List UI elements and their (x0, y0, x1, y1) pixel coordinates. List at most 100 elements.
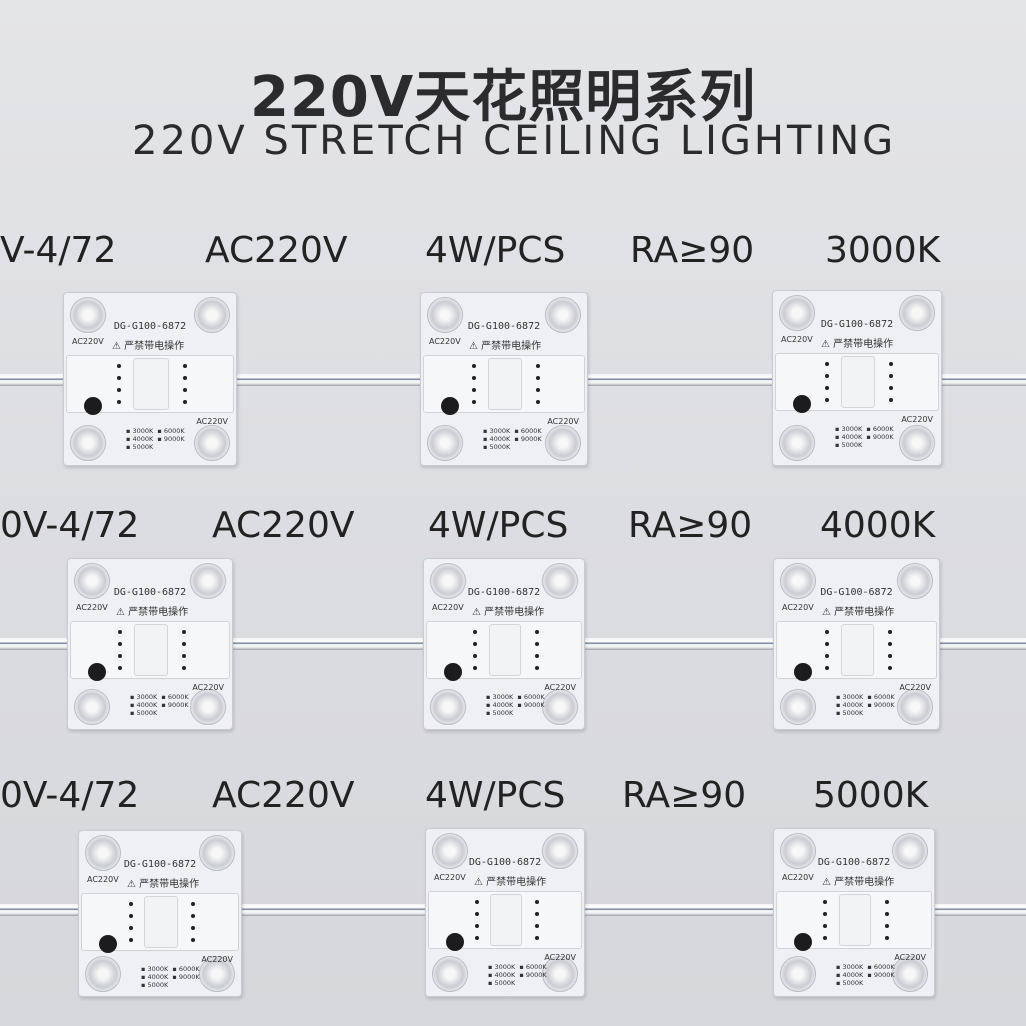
pin-dot (472, 364, 476, 368)
spec-label: 4000K (820, 505, 936, 546)
connector-cover (489, 894, 523, 946)
led-lens (427, 425, 463, 461)
pin-dot (128, 914, 133, 918)
pin-dot (823, 924, 828, 928)
warning-label: ⚠ 严禁带电操作 (822, 607, 895, 618)
capacitor (99, 935, 117, 953)
pin-dot (118, 630, 123, 634)
pin-dot (128, 902, 133, 906)
pin-dot (889, 362, 894, 366)
pin-dot (191, 926, 196, 930)
led-lens (190, 563, 226, 599)
pin-dot (824, 642, 829, 646)
connector (428, 891, 582, 949)
spec-label: 0V-4/72 (0, 505, 140, 546)
cct-options: ▪ 3000K ▪ 6000K ▪ 4000K ▪ 9000K ▪ 5000K (836, 963, 895, 987)
warning-label: ⚠ 严禁带电操作 (822, 877, 895, 888)
led-lens (85, 956, 121, 992)
pin-dot (888, 630, 893, 634)
voltage-label: AC220V (544, 683, 576, 692)
model-number: DG-G100-6872 (113, 587, 187, 598)
pin-dot (473, 642, 478, 646)
voltage-label: AC220V (434, 873, 466, 882)
pin-dot (889, 398, 894, 402)
voltage-label: AC220V (196, 417, 228, 426)
led-lens (199, 956, 235, 992)
voltage-label: AC220V (547, 417, 579, 426)
cct-options: ▪ 3000K ▪ 6000K ▪ 4000K ▪ 9000K ▪ 5000K (488, 963, 547, 987)
pin-dot (535, 936, 540, 940)
spec-label: V-4/72 (0, 230, 117, 271)
led-lens (70, 425, 106, 461)
pin-dot (183, 376, 188, 380)
led-lens (194, 297, 230, 333)
capacitor (793, 395, 811, 413)
spec-label: 0V-4/72 (0, 775, 140, 816)
title-chinese: 220V天花照明系列 (250, 65, 757, 130)
pin-dot (824, 630, 829, 634)
model-number: DG-G100-6872 (820, 587, 893, 598)
pin-dot (536, 400, 540, 404)
connector-cover (134, 624, 168, 676)
spec-label: RA≥90 (622, 775, 747, 816)
led-lens (780, 833, 816, 869)
pin-dot (884, 900, 889, 904)
voltage-label: AC220V (76, 603, 108, 612)
pin-dot (183, 400, 188, 404)
pin-dot (534, 630, 539, 634)
voltage-label: AC220V (432, 603, 464, 612)
voltage-label: AC220V (782, 873, 814, 882)
spec-label: AC220V (212, 505, 355, 546)
connector-cover (144, 896, 178, 948)
model-number: DG-G100-6872 (468, 857, 542, 868)
pin-dot (884, 936, 889, 940)
connector-cover (840, 356, 876, 408)
voltage-label: AC220V (782, 603, 814, 612)
pin-dot (535, 924, 540, 928)
pin-dot (181, 654, 186, 658)
pin-dot (823, 912, 828, 916)
pin-dot (824, 386, 829, 390)
pin-dot (536, 376, 540, 380)
pin-dot (181, 630, 186, 634)
led-lens (199, 835, 235, 871)
cct-options: ▪ 3000K ▪ 6000K ▪ 4000K ▪ 9000K ▪ 5000K (141, 965, 200, 989)
pin-dot (536, 364, 540, 368)
pin-dot (535, 900, 540, 904)
spec-label: RA≥90 (630, 230, 755, 271)
connector-cover (133, 358, 169, 410)
led-lens (430, 563, 466, 599)
capacitor (794, 933, 812, 951)
pin-dot (473, 630, 478, 634)
led-lens (780, 689, 816, 725)
model-number: DG-G100-6872 (113, 321, 187, 332)
spec-label: 5000K (813, 775, 929, 816)
pin-dot (534, 666, 539, 670)
pin-dot (888, 666, 893, 670)
model-number: DG-G100-6872 (123, 859, 197, 870)
led-lens (194, 425, 230, 461)
led-lens (897, 689, 933, 725)
pin-dot (191, 902, 196, 906)
capacitor (794, 663, 812, 681)
pin-dot (474, 900, 479, 904)
pin-dot (116, 376, 121, 380)
capacitor (444, 663, 462, 681)
spec-label: AC220V (205, 230, 348, 271)
warning-label: ⚠ 严禁带电操作 (469, 341, 542, 352)
pin-dot (128, 938, 133, 942)
pin-dot (191, 914, 196, 918)
led-lens (70, 297, 106, 333)
model-number: DG-G100-6872 (467, 321, 541, 332)
pin-dot (888, 642, 893, 646)
pin-dot (191, 938, 196, 942)
pin-dot (536, 388, 540, 392)
cct-options: ▪ 3000K ▪ 6000K ▪ 4000K ▪ 9000K ▪ 5000K (126, 427, 185, 451)
warning-label: ⚠ 严禁带电操作 (474, 877, 547, 888)
led-lens (545, 425, 581, 461)
pin-dot (118, 666, 123, 670)
model-number: DG-G100-6872 (817, 857, 891, 868)
